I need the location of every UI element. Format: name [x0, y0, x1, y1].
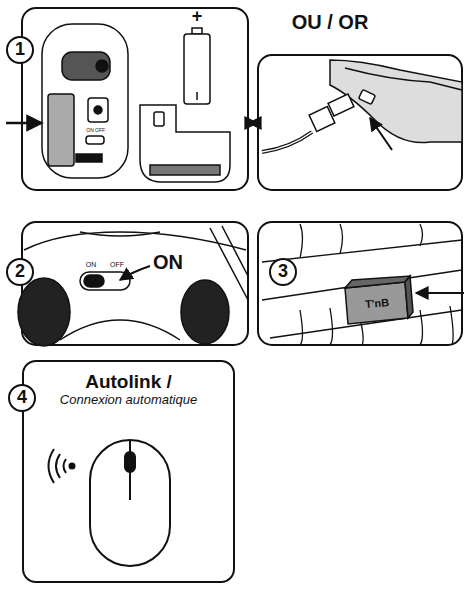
step-number: 1 — [6, 36, 34, 64]
step-number-text: 4 — [17, 388, 27, 408]
panel-frame — [258, 222, 462, 345]
battery-cover — [140, 105, 230, 182]
panel-frame — [22, 8, 462, 345]
mouse-switch — [84, 275, 104, 287]
mouse-top — [90, 440, 170, 566]
usb-cable — [262, 94, 354, 152]
mouse-switch — [18, 226, 248, 346]
switch-label: OFF — [110, 261, 124, 269]
mouse-underside — [86, 136, 104, 144]
switch-label: ON — [86, 261, 97, 269]
mouse-underside — [62, 52, 110, 80]
switch-label: ON — [86, 128, 94, 134]
battery — [196, 92, 198, 100]
switch-label: OFF — [95, 128, 105, 134]
wireless-symbol — [56, 454, 60, 478]
polarity-mark: + — [192, 7, 203, 27]
usb-dongle — [345, 282, 408, 324]
wireless-symbol — [70, 464, 75, 469]
step-number-text: 2 — [15, 262, 25, 282]
pointer-arrow — [120, 266, 150, 280]
mouse-underside — [96, 60, 108, 72]
step-subtitle: Connexion automatique — [24, 393, 233, 407]
mouse-underside — [42, 24, 128, 178]
mouse-top — [125, 452, 135, 472]
usb-dongle — [345, 276, 413, 324]
or-heading: OU / OR — [292, 11, 369, 33]
mouse-switch — [18, 278, 70, 346]
mouse-underside — [94, 106, 102, 114]
battery — [184, 28, 210, 104]
pointer-arrow — [6, 122, 42, 125]
mouse-switch — [181, 280, 229, 344]
step-panel: Autolink /Connexion automatique4 — [22, 360, 235, 583]
battery-cover — [150, 165, 220, 175]
step-number: 2 — [6, 258, 34, 286]
usb-dongle — [345, 276, 410, 288]
mouse-underside — [42, 24, 128, 178]
wireless-symbol — [49, 449, 75, 483]
mouse-switch — [210, 226, 248, 300]
mouse-top — [90, 440, 170, 566]
usb-port — [300, 224, 423, 258]
battery — [192, 28, 202, 34]
pointer-arrow — [370, 118, 392, 150]
battery — [184, 34, 210, 104]
battery-cover — [140, 105, 230, 182]
wireless-symbol — [64, 459, 67, 473]
usb-port — [262, 240, 462, 338]
switch-callout: ON — [153, 251, 183, 273]
usb-cable — [262, 132, 312, 152]
mouse-front — [359, 90, 376, 105]
brand-mark: T'nB — [365, 296, 390, 310]
wireless-symbol — [49, 449, 55, 483]
pointer-arrow — [416, 292, 464, 294]
mouse-switch — [80, 232, 160, 236]
usb-dongle — [405, 276, 413, 318]
usb-port — [262, 224, 462, 345]
step-number: 3 — [269, 258, 297, 286]
mouse-switch — [80, 272, 130, 290]
mouse-underside — [76, 154, 102, 162]
panel-frame — [258, 55, 462, 190]
step-number: 4 — [8, 384, 36, 412]
mouse-switch — [60, 320, 180, 340]
mouse-underside — [88, 98, 108, 122]
step-number-text: 3 — [278, 262, 288, 282]
step-number-text: 1 — [15, 40, 25, 60]
step-title: Autolink / — [24, 372, 233, 393]
usb-cable — [262, 132, 312, 152]
mouse-underside — [48, 94, 74, 166]
battery-cover — [154, 112, 164, 126]
mouse-front — [345, 68, 462, 90]
panel-frame — [22, 8, 248, 190]
usb-cable — [328, 94, 354, 116]
double-arrow — [249, 122, 257, 124]
